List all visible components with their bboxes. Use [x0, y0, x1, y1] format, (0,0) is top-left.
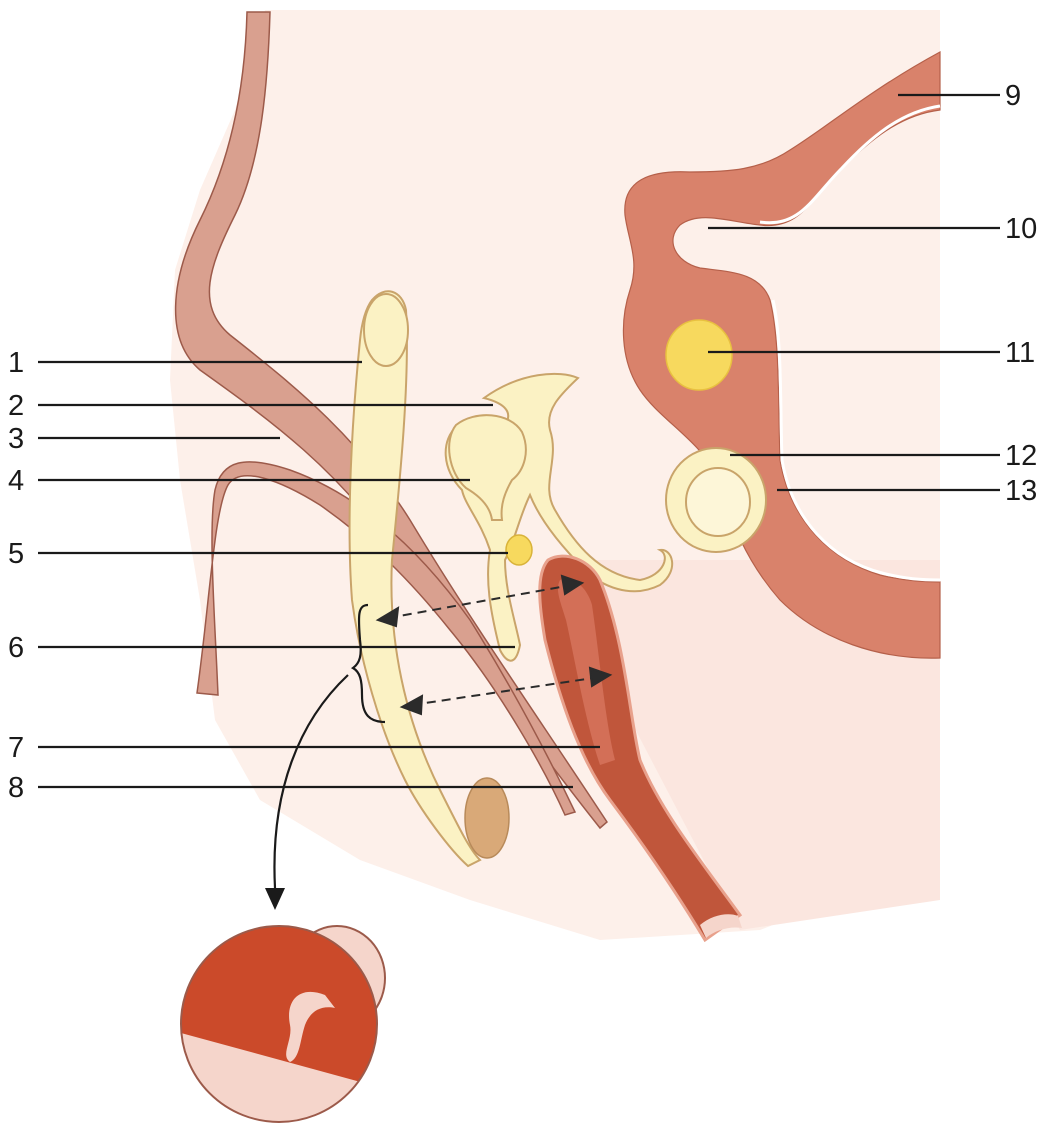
inset-magnified-view	[170, 920, 390, 1131]
callout-label-4: 4	[8, 465, 24, 497]
callout-label-8: 8	[8, 772, 24, 804]
callout-label-9: 9	[1005, 80, 1021, 112]
callout-label-7: 7	[8, 732, 24, 764]
magnify-arrowhead	[265, 888, 285, 910]
callout-label-12: 12	[1005, 440, 1037, 472]
cartilage-knob	[364, 294, 408, 366]
callout-label-13: 13	[1005, 475, 1037, 507]
muscle-oval	[465, 778, 509, 858]
small-gland	[506, 535, 532, 565]
callout-label-1: 1	[8, 347, 24, 379]
ring-inner	[686, 468, 750, 536]
callout-label-5: 5	[8, 538, 24, 570]
callout-label-10: 10	[1005, 213, 1037, 245]
callout-label-2: 2	[8, 390, 24, 422]
callout-label-6: 6	[8, 632, 24, 664]
callout-label-3: 3	[8, 423, 24, 455]
callout-label-11: 11	[1005, 337, 1035, 369]
yellow-gland	[666, 320, 732, 390]
